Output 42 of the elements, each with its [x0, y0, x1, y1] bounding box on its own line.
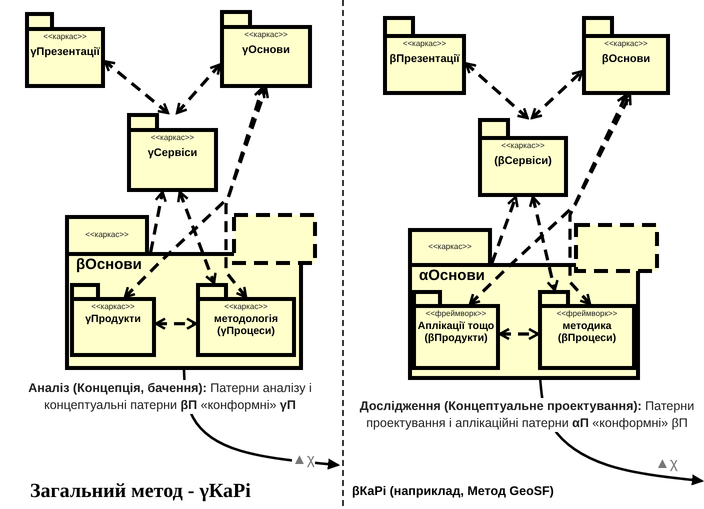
- dependency-arrow: [177, 190, 217, 284]
- package-name: Аплікації тощо (βПродукти): [416, 320, 496, 344]
- stereotype-label: <<каркас>>: [150, 134, 194, 142]
- dependency-arrow: [104, 60, 170, 114]
- stereotype-label: <<фреймворк>>: [426, 310, 486, 318]
- dependency-arrow: [498, 328, 540, 340]
- package-name: γОснови: [241, 44, 291, 57]
- dependency-arrow: [490, 196, 519, 264]
- package-name: методика (βПроцеси): [556, 320, 618, 344]
- dependency-arrow: [176, 63, 222, 114]
- dependency-arrow: [568, 94, 628, 306]
- package-name: αОснови: [418, 267, 486, 284]
- stereotype-label: <<каркас>>: [402, 40, 446, 48]
- stereotype-label: <<каркас>>: [43, 33, 87, 41]
- package-name: (βСервіси): [493, 155, 553, 168]
- stereotype-label: <<каркас>>: [501, 142, 545, 150]
- stereotype-label: <<каркас>>: [428, 242, 472, 250]
- dependency-arrow: [468, 94, 632, 306]
- package-name: βОснови: [600, 53, 652, 66]
- package-name: γСервіси: [146, 147, 198, 160]
- edge-label: ▲χ: [292, 452, 315, 467]
- stereotype-label: <<каркас>>: [244, 31, 288, 39]
- dependency-arrow: [124, 86, 270, 298]
- method-title: Загальний метод - γКаРі: [30, 480, 251, 503]
- dependency-arrow: [464, 62, 529, 120]
- dependency-arrow: [224, 86, 266, 298]
- package-name: γПрезентації: [29, 46, 101, 59]
- stereotype-label: <<каркас>>: [91, 303, 135, 311]
- edge-label: ▲χ: [655, 456, 678, 471]
- dependency-arrow: [154, 317, 198, 330]
- package-name: βПрезентації: [388, 53, 460, 66]
- stereotype-label: <<каркас>>: [85, 230, 129, 238]
- dependency-arrow: [530, 70, 584, 120]
- stereotype-label: <<каркас>>: [224, 303, 268, 311]
- dependency-arrow: [149, 190, 167, 252]
- package-name: βОснови: [75, 256, 143, 274]
- package-name: γПродукти: [84, 313, 142, 326]
- method-title: βКаРі (наприклад, Метод GeoSF): [352, 484, 554, 498]
- dependency-arrow: [528, 196, 559, 292]
- stereotype-label: <<каркас>>: [604, 40, 648, 48]
- stereotype-label: <<фреймворк>>: [556, 310, 618, 318]
- package-name: методологія (γПроцеси): [213, 313, 279, 338]
